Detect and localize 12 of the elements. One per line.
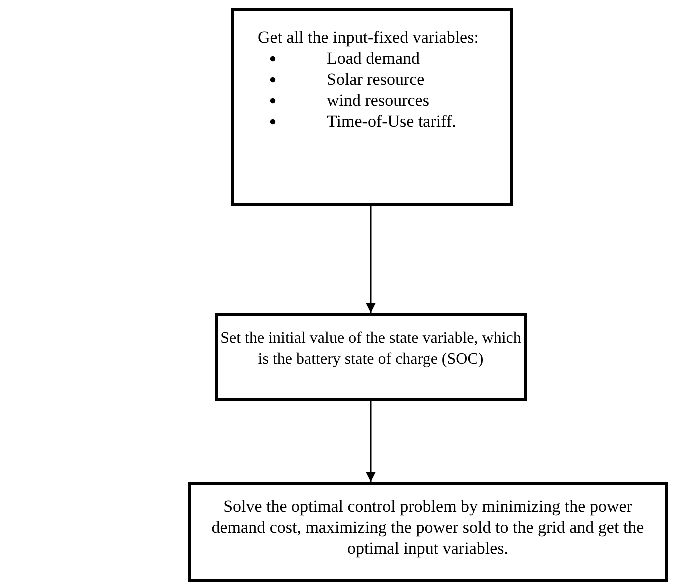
process-box: [215, 313, 527, 401]
arrow: [366, 206, 376, 313]
box-heading: Solve the optimal control problem by minimizing the power demand cost, maximizing the power sold to the grid and get the optimal input variables.: [210, 496, 646, 559]
box-heading: Get all the input-fixed variables:: [257, 27, 480, 48]
list-item: Time-of-Use tariff.: [327, 112, 456, 131]
box-heading: Set the initial value of the state variable, which is the battery state of charge (SOC): [220, 329, 522, 370]
list-item: Solar resource: [327, 70, 425, 89]
process-box: [231, 8, 513, 206]
list-item: wind resources: [327, 91, 430, 110]
arrow: [366, 401, 376, 482]
process-box: [188, 482, 668, 582]
list-item: Load demand: [327, 49, 420, 68]
